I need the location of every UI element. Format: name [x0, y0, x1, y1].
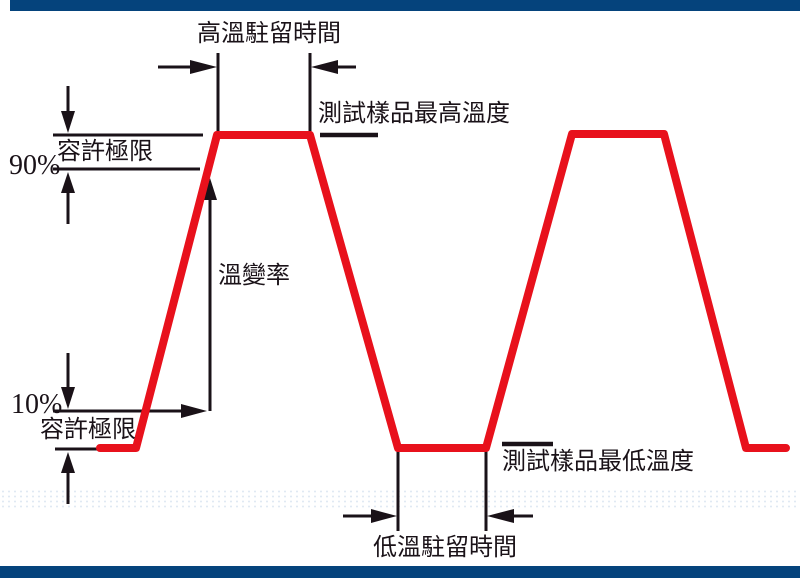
high-dwell-measurement	[158, 53, 356, 136]
arrow-up-icon	[61, 452, 75, 473]
arrow-left-icon	[311, 60, 338, 74]
ramp-rate-arrow	[203, 178, 217, 411]
arrow-left-icon	[487, 509, 514, 523]
low-dwell-time-label: 低溫駐留時間	[373, 535, 517, 561]
arrow-down-icon	[61, 387, 75, 409]
ramp-rate-label: 溫變率	[218, 263, 290, 289]
upper-tolerance-measurement	[53, 86, 203, 224]
dotted-texture-band	[0, 489, 800, 509]
arrow-down-icon	[61, 111, 75, 133]
high-dwell-time-label: 高溫駐留時間	[197, 21, 341, 47]
lower-tolerance-limit-label: 容許極限	[40, 417, 136, 443]
temperature-profile-curve	[96, 130, 790, 452]
low-dwell-measurement	[343, 450, 533, 531]
top-frame-bar	[10, 0, 800, 11]
ten-percent-label: 10%	[11, 389, 63, 420]
specimen-max-temp-label: 測試樣品最高溫度	[318, 101, 510, 127]
arrow-up-icon	[61, 172, 75, 193]
lower-tolerance-measurement	[53, 353, 207, 504]
arrow-right-icon	[181, 404, 207, 418]
arrow-right-icon	[190, 60, 217, 74]
arrow-right-icon	[371, 509, 397, 523]
upper-tolerance-limit-label: 容許極限	[57, 139, 153, 165]
specimen-min-temp-label: 測試樣品最低溫度	[502, 449, 694, 475]
arrow-up-icon	[203, 178, 217, 200]
ninety-percent-label: 90%	[9, 150, 61, 181]
bottom-frame-bar	[0, 566, 800, 578]
